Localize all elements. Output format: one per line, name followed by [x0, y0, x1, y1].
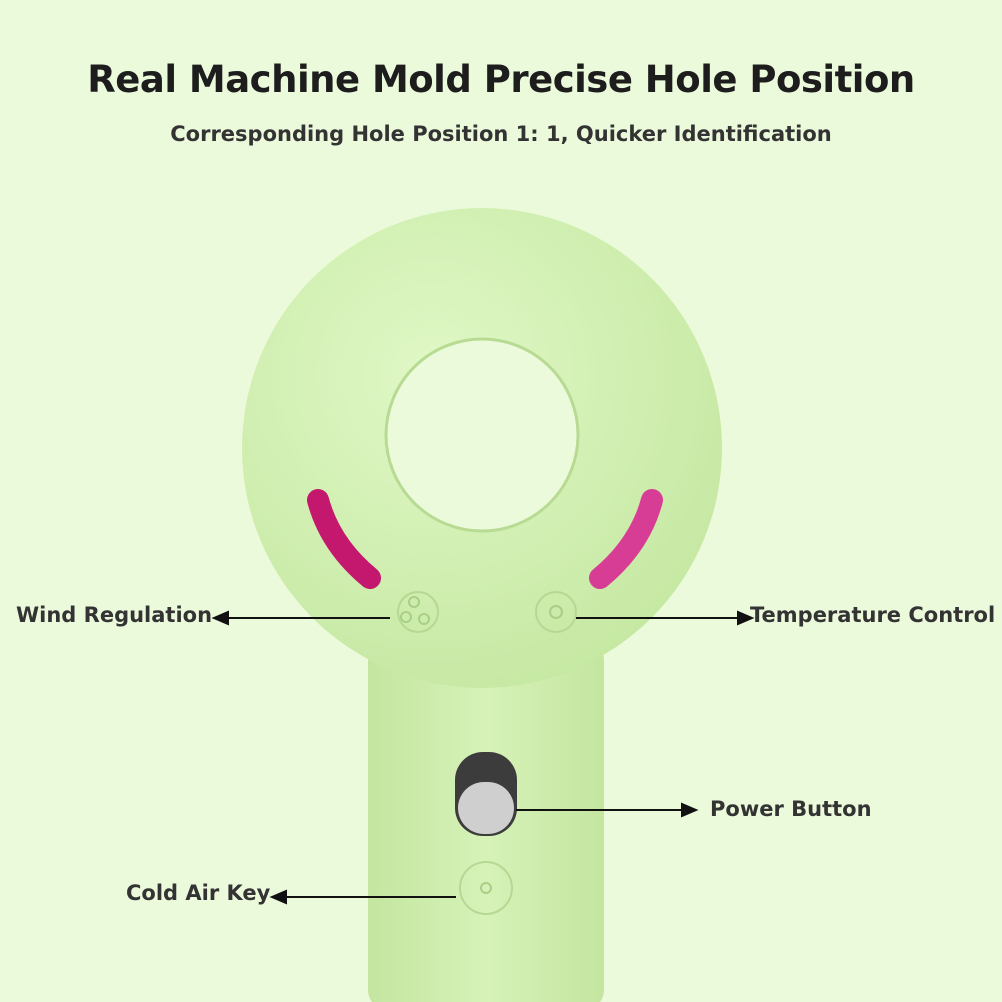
wind-regulation-label: Wind Regulation — [16, 603, 213, 627]
page-subtitle: Corresponding Hole Position 1: 1, Quicke… — [170, 122, 832, 146]
temperature-button-icon — [535, 591, 577, 633]
page-title: Real Machine Mold Precise Hole Position — [87, 58, 915, 101]
center-hole — [384, 337, 580, 533]
wind-fan-icon — [397, 591, 439, 633]
power-switch — [455, 752, 517, 836]
power-button-label: Power Button — [710, 797, 872, 821]
temperature-control-label: Temperature Control — [750, 603, 996, 627]
left-slot — [307, 489, 381, 589]
cold-air-key-label: Cold Air Key — [126, 881, 271, 905]
right-slot — [589, 489, 663, 589]
cold-air-button-icon — [459, 861, 513, 915]
